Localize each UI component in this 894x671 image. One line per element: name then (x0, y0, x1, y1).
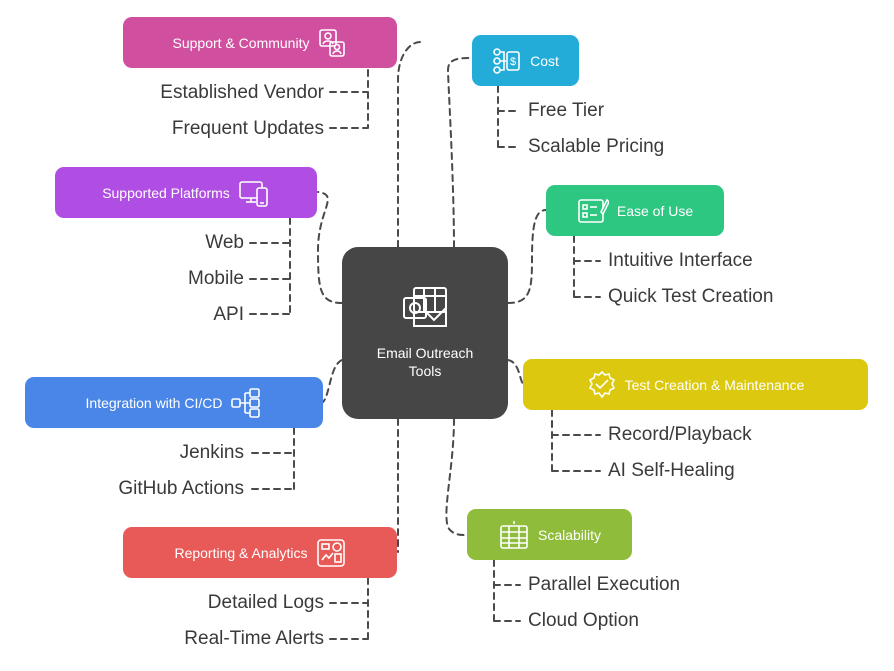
svg-text:$: $ (510, 56, 516, 68)
chart-icon (316, 538, 345, 567)
pipeline-icon (231, 387, 261, 418)
category-integration-ci-cd: Integration with CI/CD (25, 377, 323, 428)
leaf-github-actions: GitHub Actions (118, 478, 244, 499)
form-icon (578, 198, 609, 223)
category-test-creation-maintenance: Test Creation & Maintenance (523, 359, 868, 410)
leaf-free-tier: Free Tier (528, 100, 605, 121)
gear-check-icon (588, 370, 615, 398)
category-label: Test Creation & Maintenance (624, 376, 805, 393)
leaf-record-playback: Record/Playback (608, 424, 752, 445)
central-title: Email Outreach Tools (376, 345, 474, 379)
category-cost: $ Cost (472, 35, 579, 86)
leaf-jenkins: Jenkins (179, 442, 244, 463)
leaf-intuitive-interface: Intuitive Interface (608, 250, 753, 271)
leaf-web: Web (205, 232, 244, 253)
people-icon (319, 28, 346, 57)
category-supported-platforms: Supported Platforms (55, 167, 317, 218)
category-label: Support & Community (172, 34, 310, 51)
category-label: Ease of Use (616, 202, 694, 219)
leaf-real-time-alerts: Real-Time Alerts (184, 628, 324, 649)
category-label: Supported Platforms (102, 184, 230, 201)
category-reporting-analytics: Reporting & Analytics (123, 527, 397, 578)
leaf-parallel-execution: Parallel Execution (528, 574, 681, 595)
leaf-detailed-logs: Detailed Logs (207, 592, 324, 613)
category-label: Cost (530, 52, 559, 69)
leaf-mobile: Mobile (188, 268, 244, 289)
category-label: Scalability (537, 526, 602, 543)
leaf-quick-test-creation: Quick Test Creation (608, 286, 774, 307)
leaf-established-vendor: Established Vendor (160, 82, 324, 103)
category-label: Integration with CI/CD (85, 394, 223, 411)
cost-icon: $ (493, 47, 520, 74)
category-ease-of-use: Ease of Use (546, 185, 724, 236)
leaf-ai-self-healing: AI Self-Healing (608, 460, 735, 481)
category-support-community: Support & Community (123, 17, 397, 68)
leaf-api: API (213, 304, 244, 325)
devices-icon (239, 180, 268, 207)
leaf-scalable-pricing: Scalable Pricing (528, 136, 665, 157)
layers-icon (500, 520, 528, 549)
central-topic: Email Outreach Tools (342, 247, 508, 419)
email-icon (403, 287, 447, 327)
category-label: Reporting & Analytics (174, 544, 308, 561)
category-scalability: Scalability (467, 509, 632, 560)
leaf-frequent-updates: Frequent Updates (171, 118, 324, 139)
leaf-cloud-option: Cloud Option (528, 610, 639, 631)
